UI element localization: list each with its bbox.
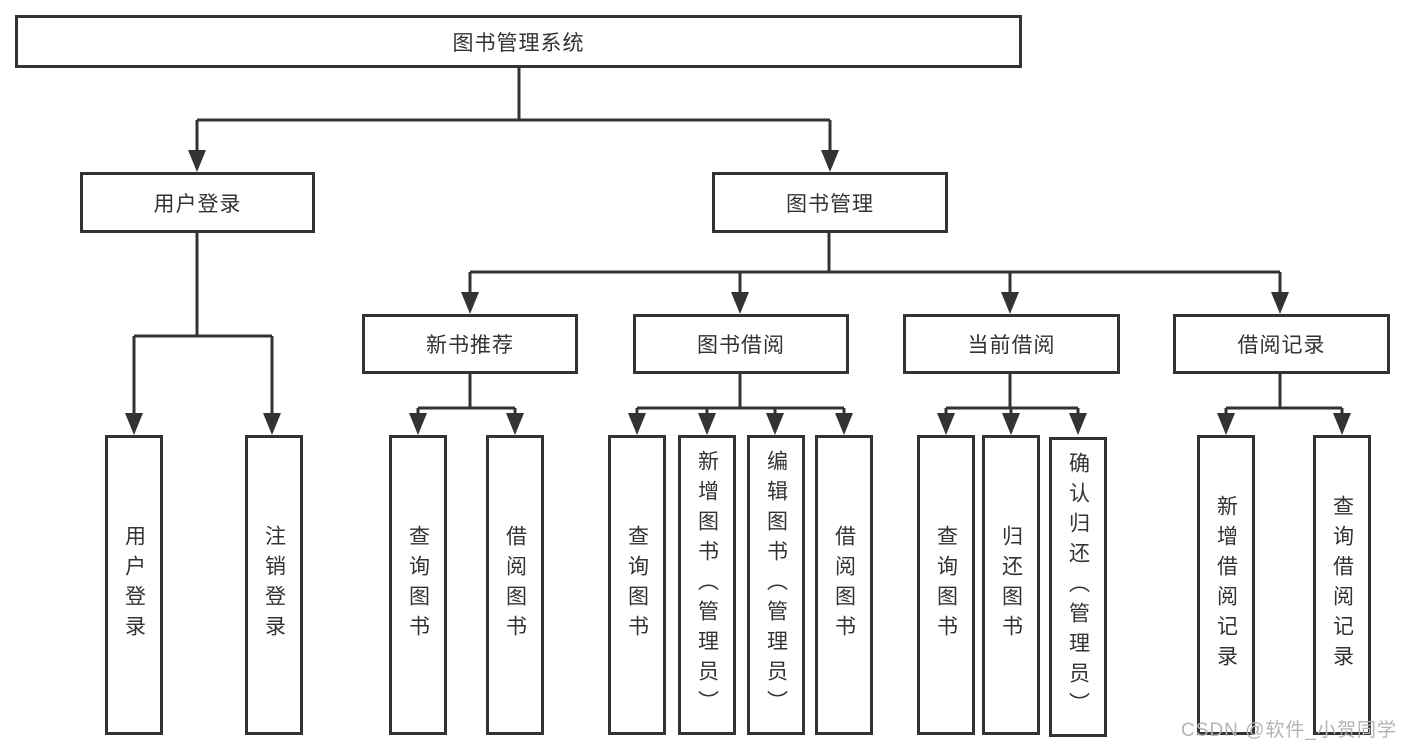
node-leaf-confirm-return: 确认归还（管理员） [1049,437,1107,737]
node-book-borrow-label: 图书借阅 [697,334,785,357]
node-leaf-confirm-return-label: 确认归还（管理员） [1066,452,1090,722]
node-leaf-logout-label: 注销登录 [262,525,286,645]
node-current-borrow-label: 当前借阅 [967,334,1056,357]
node-leaf-query-books-3: 查询图书 [917,435,975,735]
node-book-mgmt-label: 图书管理 [786,192,874,216]
arrow-down-icon [125,413,143,435]
arrow-down-icon [835,413,853,435]
node-book-borrow: 图书借阅 [633,314,849,374]
node-leaf-query-books-1-label: 查询图书 [406,525,430,645]
node-leaf-add-record-label: 新增借阅记录 [1214,495,1238,675]
node-leaf-add-book-label: 新增图书（管理员） [695,450,719,720]
node-new-book-rec-label: 新书推荐 [426,334,514,357]
node-leaf-borrow-books-1-label: 借阅图书 [503,525,527,645]
arrow-down-icon [698,413,716,435]
arrow-down-icon [1002,413,1020,435]
arrow-down-icon [263,413,281,435]
node-root: 图书管理系统 [15,15,1022,68]
arrow-down-icon [461,292,479,314]
arrow-down-icon [506,413,524,435]
arrow-down-icon [766,413,784,435]
node-leaf-query-books-1: 查询图书 [389,435,447,735]
node-leaf-query-books-2-label: 查询图书 [625,525,649,645]
arrow-down-icon [1069,413,1087,435]
node-leaf-return-book-label: 归还图书 [999,525,1023,645]
node-leaf-borrow-books-1: 借阅图书 [486,435,544,735]
node-borrow-records: 借阅记录 [1173,314,1390,374]
node-leaf-query-record-label: 查询借阅记录 [1330,495,1354,675]
node-new-book-rec: 新书推荐 [362,314,578,374]
node-leaf-add-book: 新增图书（管理员） [678,435,736,735]
node-leaf-edit-book-label: 编辑图书（管理员） [764,450,788,720]
arrow-down-icon [937,413,955,435]
arrow-down-icon [821,150,839,172]
node-leaf-query-books-3-label: 查询图书 [934,525,958,645]
node-leaf-borrow-books-2: 借阅图书 [815,435,873,735]
node-leaf-query-books-2: 查询图书 [608,435,666,735]
node-user-login-label: 用户登录 [153,192,242,216]
node-leaf-add-record: 新增借阅记录 [1197,435,1255,735]
arrowheads [125,150,1351,435]
node-book-mgmt: 图书管理 [712,172,948,233]
node-leaf-logout: 注销登录 [245,435,303,735]
node-leaf-return-book: 归还图书 [982,435,1040,735]
arrow-down-icon [1271,292,1289,314]
node-leaf-query-record: 查询借阅记录 [1313,435,1371,735]
node-leaf-borrow-books-2-label: 借阅图书 [832,525,856,645]
node-leaf-user-login-label: 用户登录 [122,525,146,645]
arrow-down-icon [409,413,427,435]
arrow-down-icon [1333,413,1351,435]
arrow-down-icon [1001,292,1019,314]
arrow-down-icon [1217,413,1235,435]
node-root-label: 图书管理系统 [452,31,585,55]
arrow-down-icon [731,292,749,314]
node-leaf-edit-book: 编辑图书（管理员） [747,435,805,735]
arrow-down-icon [188,150,206,172]
node-leaf-user-login: 用户登录 [105,435,163,735]
arrow-down-icon [628,413,646,435]
node-borrow-records-label: 借阅记录 [1237,334,1326,357]
connector-lines [132,68,1344,415]
node-current-borrow: 当前借阅 [903,314,1120,374]
watermark: CSDN @软件_小贺同学 [1181,720,1397,741]
node-user-login: 用户登录 [80,172,315,233]
